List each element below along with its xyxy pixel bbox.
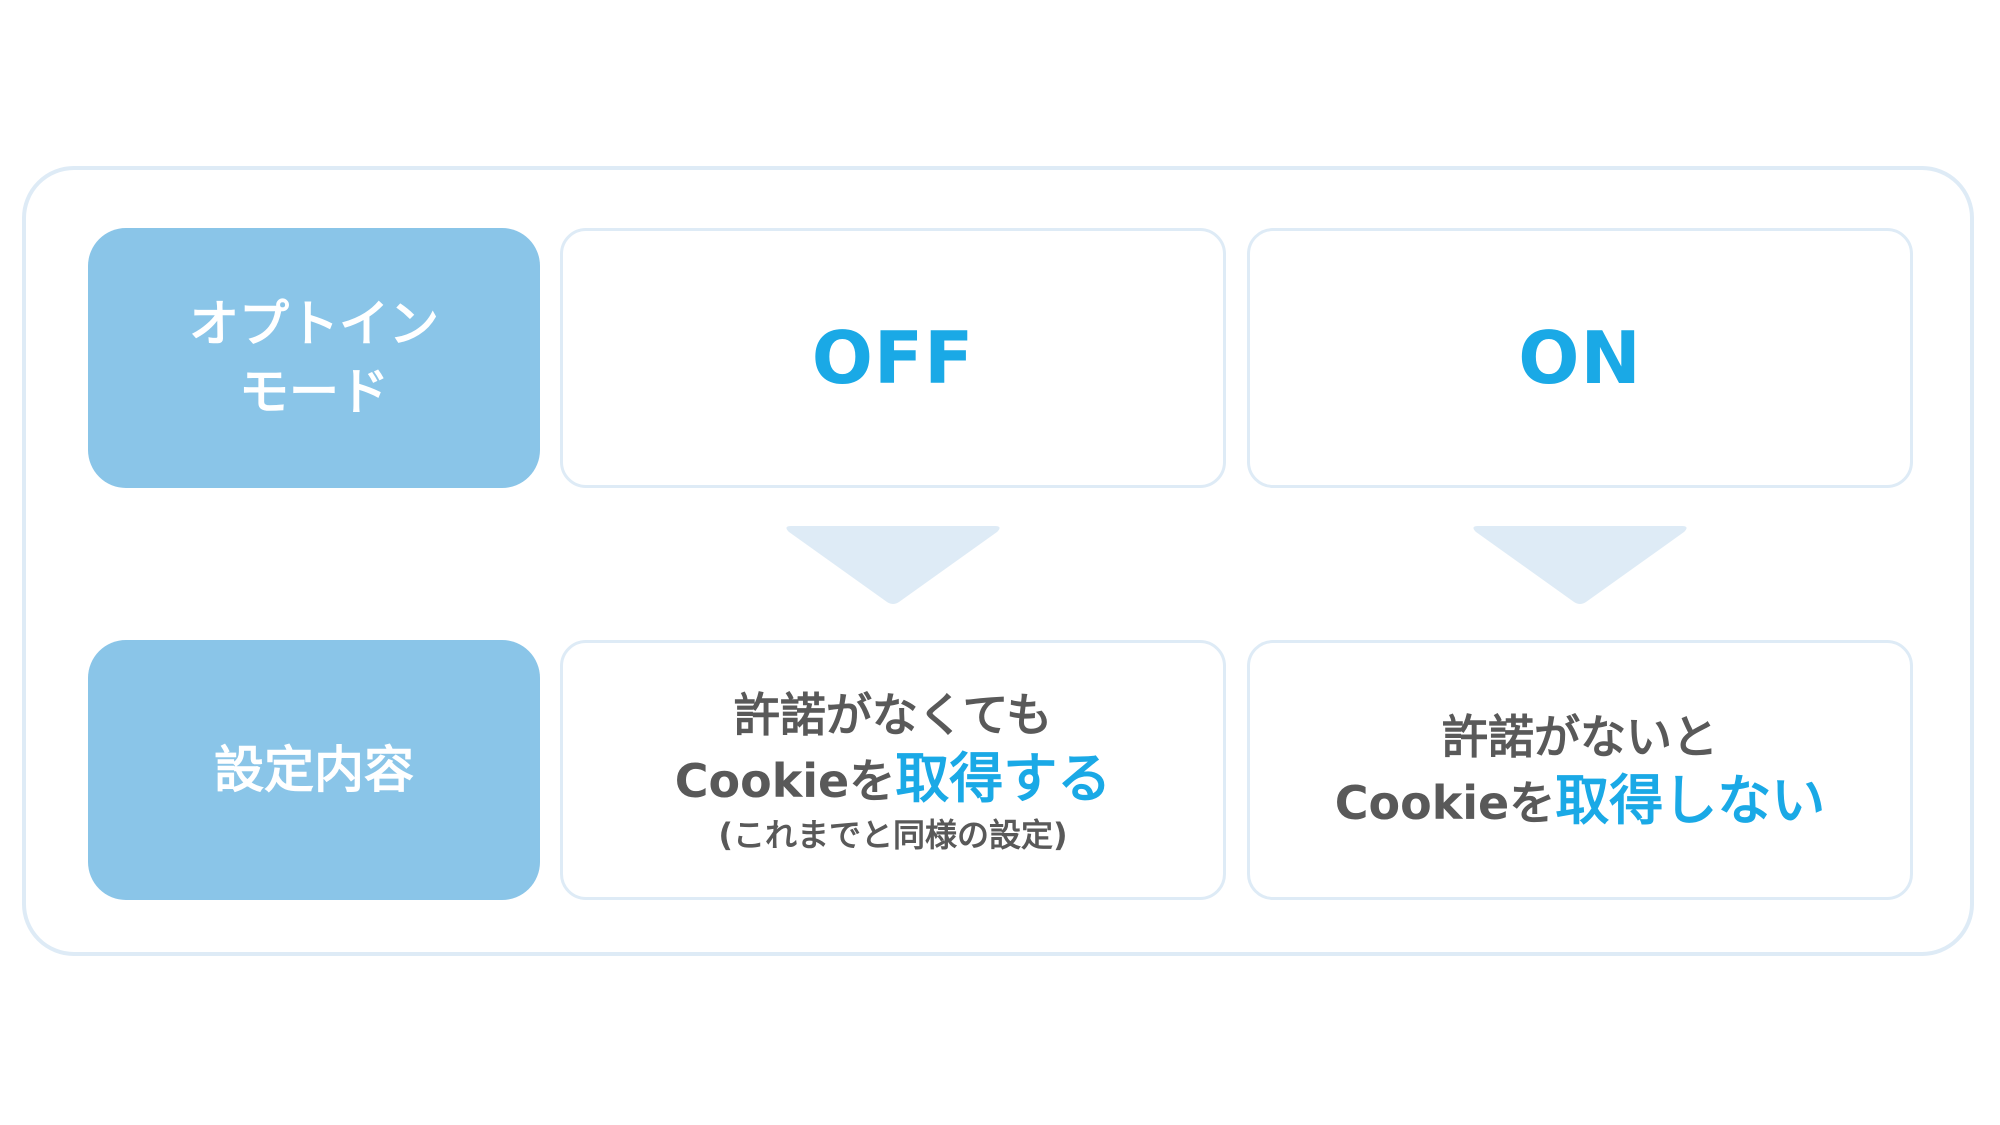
result-on-line2: Cookieを取得しない xyxy=(1335,769,1826,835)
result-on-line2-prefix: Cookieを xyxy=(1334,776,1556,830)
result-off-line2-prefix: Cookieを xyxy=(674,754,896,808)
row-label-optin-mode-line1: オプトイン xyxy=(189,295,439,353)
row-label-optin-mode: オプトイン モード xyxy=(88,228,540,488)
down-triangle-icon xyxy=(786,526,1000,604)
result-off-note: (これまでと同様の設定) xyxy=(718,816,1068,854)
result-on-line2-accent: 取得しない xyxy=(1555,769,1826,832)
result-cell-off: 許諾がなくても Cookieを取得する (これまでと同様の設定) xyxy=(560,640,1226,900)
result-off-line1: 許諾がなくても xyxy=(733,688,1053,742)
result-cell-on: 許諾がないと Cookieを取得しない xyxy=(1247,640,1913,900)
result-off-line2: Cookieを取得する xyxy=(675,747,1112,813)
mode-value-on: ON xyxy=(1518,316,1642,400)
mode-cell-on: ON xyxy=(1247,228,1913,488)
row-label-optin-mode-line2: モード xyxy=(239,363,389,421)
mode-value-off: OFF xyxy=(811,316,975,400)
result-on-line1: 許諾がないと xyxy=(1442,710,1718,764)
down-triangle-icon xyxy=(1473,526,1687,604)
row-label-settings: 設定内容 xyxy=(88,640,540,900)
row-label-settings-text: 設定内容 xyxy=(214,741,414,799)
mode-cell-off: OFF xyxy=(560,228,1226,488)
result-off-line2-accent: 取得する xyxy=(895,747,1112,810)
